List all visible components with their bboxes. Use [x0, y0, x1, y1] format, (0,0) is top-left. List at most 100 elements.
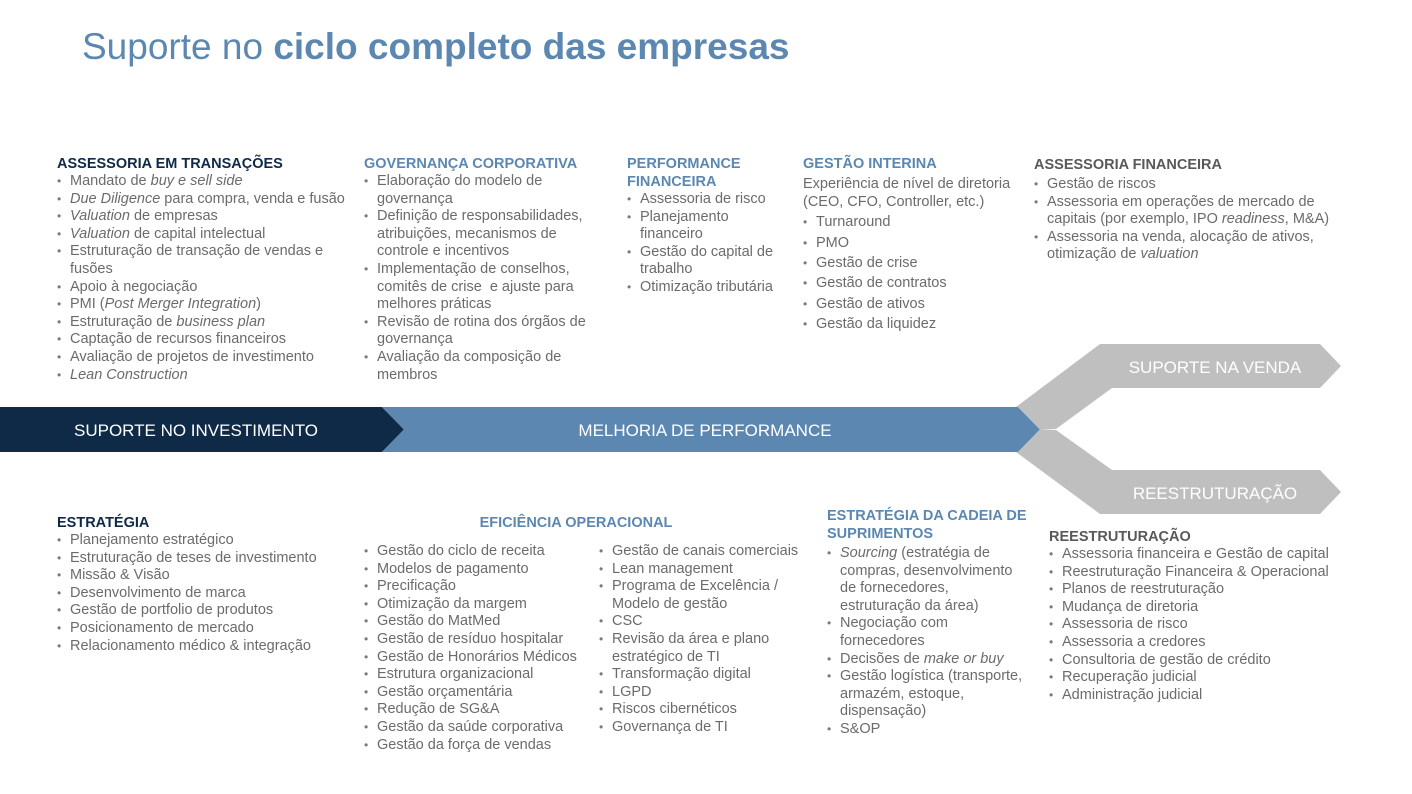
list-item: Gestão orçamentária [364, 684, 592, 702]
list-item: Gestão do MatMed [364, 613, 592, 631]
block-header: REESTRUTURAÇÃO [1049, 529, 1191, 545]
bullet-list-col2: Gestão de canais comerciaisLean manageme… [599, 543, 804, 737]
list-item: Gestão da liquidez [803, 314, 1028, 335]
bullet-list: Gestão de riscosAssessoria em operações … [1034, 176, 1339, 264]
bullet-list: Elaboração do modelo de governançaDefini… [364, 173, 604, 384]
list-item: Assessoria financeira e Gestão de capita… [1049, 546, 1349, 564]
block-estrategia: ESTRATÉGIA Planejamento estratégicoEstru… [57, 514, 347, 655]
arrow-venda-label: SUPORTE NA VENDA [1129, 358, 1302, 377]
list-item: Gestão do capital de trabalho [627, 244, 782, 279]
list-item: Posicionamento de mercado [57, 620, 347, 638]
list-item: Estruturação de transação de vendas e fu… [57, 243, 357, 278]
list-item: Gestão de portfolio de produtos [57, 602, 347, 620]
list-item: Gestão de contratos [803, 273, 1028, 294]
list-item: Gestão logística (transporte, armazém, e… [827, 668, 1032, 721]
bullet-list: Assessoria financeira e Gestão de capita… [1049, 546, 1349, 704]
block-header: ASSESSORIA EM TRANSAÇÕES [57, 156, 283, 172]
list-item: Assessoria a credores [1049, 634, 1349, 652]
fork-lower-shape [1016, 429, 1341, 514]
list-item: Transformação digital [599, 666, 804, 684]
list-item: Negociação com fornecedores [827, 615, 1032, 650]
list-item: Planos de reestruturação [1049, 581, 1349, 599]
bullet-list: Assessoria de riscoPlanejamento financei… [627, 191, 782, 297]
list-item: Administração judicial [1049, 687, 1349, 705]
list-item: PMO [803, 233, 1028, 254]
list-item: S&OP [827, 721, 1032, 739]
block-header: ESTRATÉGIA DA CADEIA DE SUPRIMENTOS [827, 508, 1027, 542]
block-reestruturacao: REESTRUTURAÇÃO Assessoria financeira e G… [1049, 528, 1349, 704]
list-item: Governança de TI [599, 719, 804, 737]
list-item: Reestruturação Financeira & Operacional [1049, 564, 1349, 582]
list-item: Assessoria em operações de mercado de ca… [1034, 194, 1339, 229]
list-item: PMI (Post Merger Integration) [57, 296, 357, 314]
block-eficiencia-operacional: EFICIÊNCIA OPERACIONAL Gestão do ciclo d… [364, 514, 814, 754]
list-item: Lean Construction [57, 367, 357, 385]
list-item: Otimização tributária [627, 279, 782, 297]
list-item: Assessoria de risco [1049, 616, 1349, 634]
page-title: Suporte no ciclo completo das empresas [82, 26, 789, 68]
list-item: Missão & Visão [57, 567, 347, 585]
fork-upper-shape [1016, 344, 1341, 430]
arrow-performance-label: MELHORIA DE PERFORMANCE [578, 421, 831, 440]
bullet-list: Sourcing (estratégia de compras, desenvo… [827, 545, 1032, 739]
bullet-list: Mandato de buy e sell sideDue Diligence … [57, 173, 357, 384]
block-cadeia-suprimentos: ESTRATÉGIA DA CADEIA DE SUPRIMENTOS Sour… [827, 507, 1032, 739]
list-item: Implementação de conselhos, comitês de c… [364, 261, 604, 314]
bullet-list: Planejamento estratégicoEstruturação de … [57, 532, 347, 655]
list-item: Assessoria de risco [627, 191, 782, 209]
list-item: Mudança de diretoria [1049, 599, 1349, 617]
list-item: Relacionamento médico & integração [57, 638, 347, 656]
list-item: Modelos de pagamento [364, 561, 592, 579]
block-governanca: GOVERNANÇA CORPORATIVA Elaboração do mod… [364, 155, 604, 384]
list-item: Gestão de riscos [1034, 176, 1339, 194]
list-item: Captação de recursos financeiros [57, 331, 357, 349]
list-item: Estrutura organizacional [364, 666, 592, 684]
block-intro: Experiência de nível de diretoria (CEO, … [803, 176, 1011, 210]
list-item: Estruturação de business plan [57, 314, 357, 332]
block-assessoria-transacoes: ASSESSORIA EM TRANSAÇÕES Mandato de buy … [57, 155, 357, 384]
list-item: LGPD [599, 684, 804, 702]
block-gestao-interina: GESTÃO INTERINA Experiência de nível de … [803, 155, 1028, 335]
list-item: Gestão da força de vendas [364, 737, 592, 755]
list-item: Gestão de ativos [803, 294, 1028, 315]
list-item: Definição de responsabilidades, atribuiç… [364, 208, 604, 261]
list-item: Valuation de capital intelectual [57, 226, 357, 244]
list-item: Avaliação de projetos de investimento [57, 349, 357, 367]
list-item: Revisão de rotina dos órgãos de governan… [364, 314, 604, 349]
list-item: Turnaround [803, 212, 1028, 233]
arrow-performance-shape [382, 407, 1040, 452]
list-item: Gestão da saúde corporativa [364, 719, 592, 737]
list-item: Programa de Excelência / Modelo de gestã… [599, 578, 804, 613]
block-assessoria-financeira: ASSESSORIA FINANCEIRA Gestão de riscosAs… [1034, 156, 1339, 264]
list-item: Desenvolvimento de marca [57, 585, 347, 603]
block-header: ESTRATÉGIA [57, 515, 150, 531]
list-item: Planejamento financeiro [627, 209, 782, 244]
list-item: Gestão de resíduo hospitalar [364, 631, 592, 649]
title-bold: ciclo completo das empresas [273, 26, 790, 67]
arrow-reestruturacao-label: REESTRUTURAÇÃO [1133, 484, 1297, 503]
list-item: Redução de SG&A [364, 701, 592, 719]
list-item: Precificação [364, 578, 592, 596]
list-item: Lean management [599, 561, 804, 579]
block-header: EFICIÊNCIA OPERACIONAL [479, 515, 673, 531]
list-item: Mandato de buy e sell side [57, 173, 357, 191]
arrow-investimento-shape [0, 407, 404, 452]
list-item: Gestão de canais comerciais [599, 543, 804, 561]
block-header: PERFORMANCE FINANCEIRA [627, 156, 741, 190]
list-item: Avaliação da composição de membros [364, 349, 604, 384]
list-item: Apoio à negociação [57, 279, 357, 297]
list-item: Planejamento estratégico [57, 532, 347, 550]
list-item: Decisões de make or buy [827, 651, 1032, 669]
list-item: Assessoria na venda, alocação de ativos,… [1034, 229, 1339, 264]
block-header: GOVERNANÇA CORPORATIVA [364, 156, 578, 172]
bullet-list: TurnaroundPMOGestão de criseGestão de co… [803, 212, 1028, 335]
list-item: Gestão de crise [803, 253, 1028, 274]
list-item: Sourcing (estratégia de compras, desenvo… [827, 545, 1032, 615]
list-item: Otimização da margem [364, 596, 592, 614]
list-item: Consultoria de gestão de crédito [1049, 652, 1349, 670]
block-header: ASSESSORIA FINANCEIRA [1034, 157, 1222, 173]
list-item: Gestão do ciclo de receita [364, 543, 592, 561]
block-header: GESTÃO INTERINA [803, 156, 937, 172]
list-item: Recuperação judicial [1049, 669, 1349, 687]
